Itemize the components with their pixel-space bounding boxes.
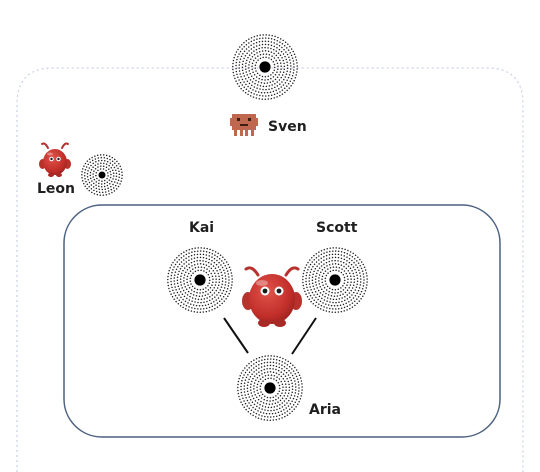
node-kai[interactable] xyxy=(167,247,233,313)
node-leon[interactable] xyxy=(81,154,123,196)
label-scott: Scott xyxy=(316,220,358,236)
red-mascot-icon xyxy=(39,142,71,177)
node-sven[interactable] xyxy=(232,34,298,100)
label-leon: Leon xyxy=(37,181,75,197)
label-kai: Kai xyxy=(189,220,214,236)
group-container xyxy=(63,204,501,438)
edge-kai-aria xyxy=(223,317,249,354)
node-aria[interactable] xyxy=(237,355,303,421)
label-sven: Sven xyxy=(268,119,307,135)
node-scott[interactable] xyxy=(302,247,368,313)
pixel-robot-icon xyxy=(230,114,258,136)
edge-scott-aria xyxy=(291,317,317,355)
group-mascot-icon xyxy=(242,266,302,327)
label-aria: Aria xyxy=(309,402,341,418)
